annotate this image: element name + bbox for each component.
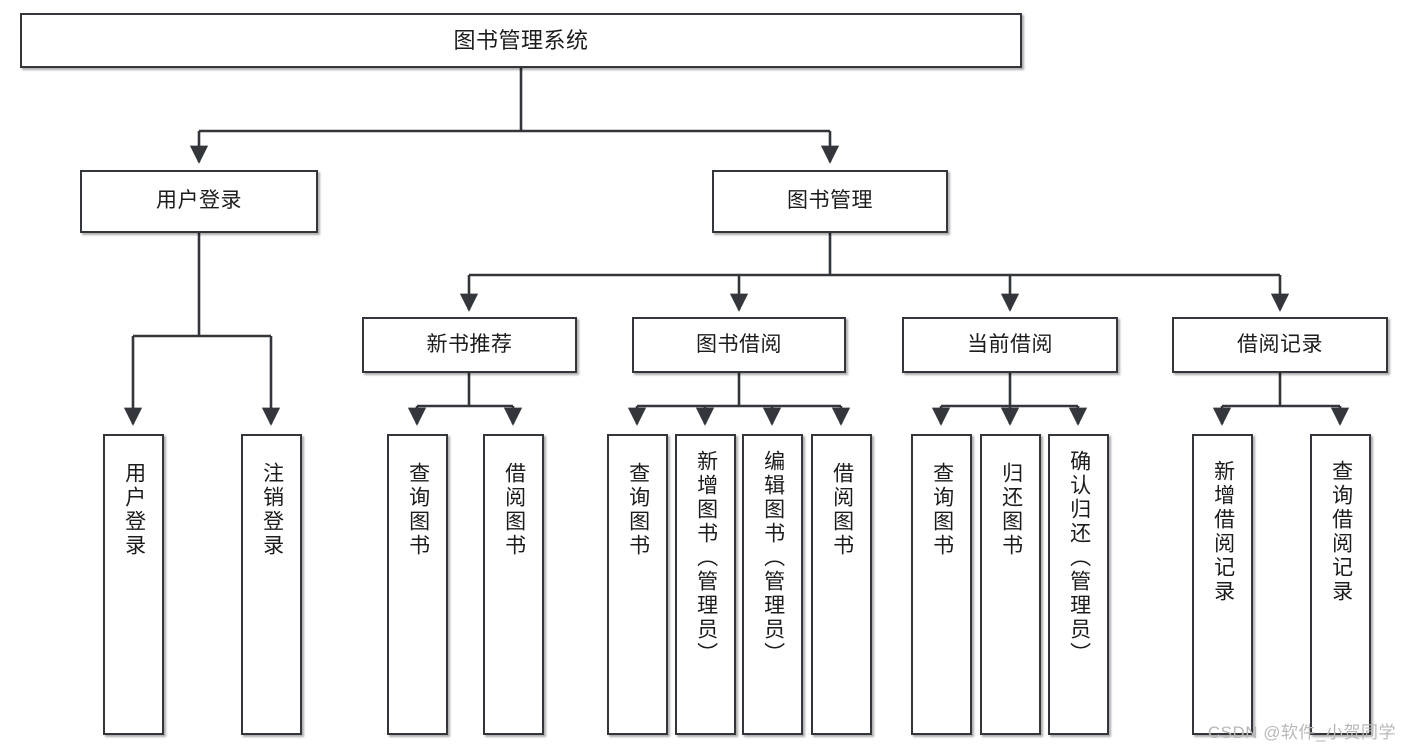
node-book-management[interactable]: 图书管理	[712, 170, 948, 233]
node-user-login[interactable]: 用户登录	[80, 170, 318, 233]
node-borrow-record-label: 借阅记录	[1237, 332, 1323, 356]
leaf-record-add-label: 新增借阅记录	[1211, 460, 1235, 604]
node-book-borrow[interactable]: 图书借阅	[632, 317, 846, 373]
leaf-record-query-label: 查询借阅记录	[1329, 460, 1353, 604]
leaf-borrow-edit-book-label: 编辑图书（管理员）	[761, 450, 785, 666]
csdn-watermark: CSDN @软件_小贺同学	[1207, 723, 1396, 742]
leaf-borrow-add-book[interactable]: 新增图书（管理员）	[675, 434, 736, 735]
leaf-new-book-query-label: 查询图书	[406, 462, 430, 558]
leaf-record-add[interactable]: 新增借阅记录	[1192, 434, 1253, 735]
leaf-record-query[interactable]: 查询借阅记录	[1310, 434, 1371, 735]
leaf-borrow-borrow-book[interactable]: 借阅图书	[811, 434, 872, 735]
leaf-new-book-borrow-label: 借阅图书	[502, 462, 526, 558]
leaf-current-query-book[interactable]: 查询图书	[911, 434, 972, 735]
leaf-current-query-book-label: 查询图书	[930, 462, 954, 558]
leaf-user-login-signin[interactable]: 用户登录	[103, 434, 164, 735]
node-root-system[interactable]: 图书管理系统	[20, 13, 1022, 68]
leaf-borrow-query-book-label: 查询图书	[626, 462, 650, 558]
leaf-new-book-borrow[interactable]: 借阅图书	[483, 434, 544, 735]
leaf-borrow-add-book-label: 新增图书（管理员）	[694, 450, 718, 666]
leaf-borrow-borrow-book-label: 借阅图书	[830, 462, 854, 558]
leaf-current-return-book-label: 归还图书	[999, 462, 1023, 558]
leaf-new-book-query[interactable]: 查询图书	[387, 434, 448, 735]
node-root-system-label: 图书管理系统	[453, 27, 589, 53]
leaf-current-confirm-return[interactable]: 确认归还（管理员）	[1048, 434, 1109, 735]
leaf-current-return-book[interactable]: 归还图书	[980, 434, 1041, 735]
node-current-borrow-label: 当前借阅	[967, 332, 1053, 356]
node-book-management-label: 图书管理	[787, 189, 873, 213]
leaf-user-login-signin-label: 用户登录	[122, 462, 146, 558]
leaf-user-login-signout[interactable]: 注销登录	[241, 434, 302, 735]
leaf-user-login-signout-label: 注销登录	[260, 462, 284, 558]
leaf-borrow-query-book[interactable]: 查询图书	[607, 434, 668, 735]
node-new-book-recommend-label: 新书推荐	[426, 332, 513, 356]
node-borrow-record[interactable]: 借阅记录	[1172, 317, 1388, 373]
leaf-current-confirm-return-label: 确认归还（管理员）	[1067, 450, 1091, 666]
node-new-book-recommend[interactable]: 新书推荐	[362, 317, 577, 373]
leaf-borrow-edit-book[interactable]: 编辑图书（管理员）	[742, 434, 803, 735]
node-book-borrow-label: 图书借阅	[696, 332, 782, 356]
node-user-login-label: 用户登录	[156, 189, 242, 213]
node-current-borrow[interactable]: 当前借阅	[902, 317, 1118, 373]
